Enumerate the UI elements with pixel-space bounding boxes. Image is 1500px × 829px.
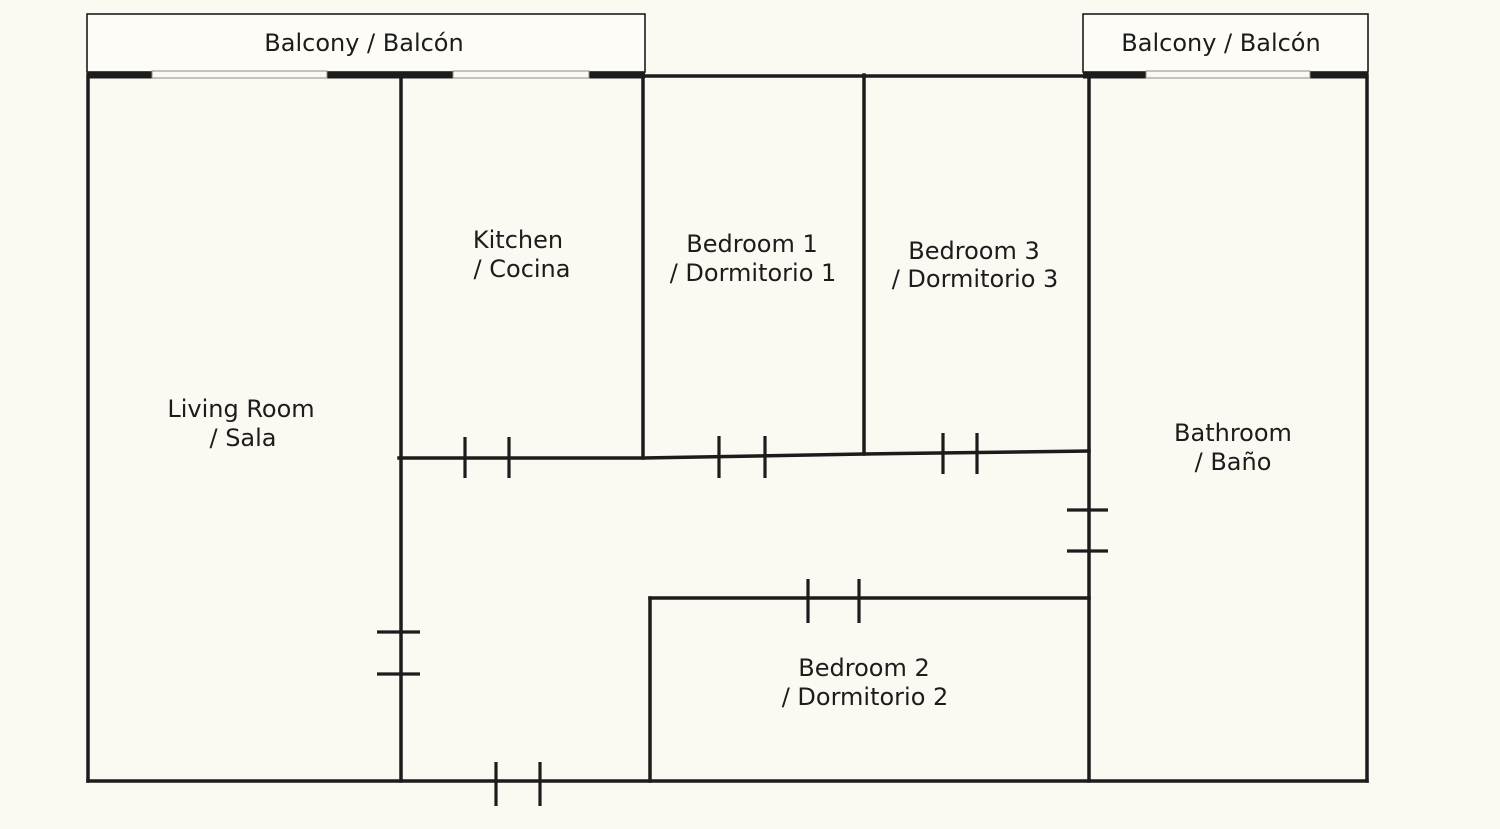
room-bathroom-label: Bathroom / Baño — [1174, 419, 1292, 476]
room-living-name-es: / Sala — [209, 424, 276, 452]
room-bathroom-name: Bathroom — [1174, 419, 1292, 447]
wall-corridor-top — [397, 449, 1091, 460]
balcony-left-label: Balcony / Balcón — [264, 29, 463, 57]
doors — [377, 433, 1108, 806]
room-kitchen-name-es: / Cocina — [474, 255, 571, 283]
balcony-right-outline — [1082, 13, 1369, 73]
window-bathroom — [1145, 70, 1311, 79]
door-bedroom1 — [717, 436, 767, 478]
door-entrance — [494, 762, 542, 806]
window-living — [151, 70, 328, 79]
door-bedroom3 — [941, 433, 979, 474]
door-living — [377, 630, 420, 676]
room-bedroom3-label: Bedroom 3 / Dormitorio 3 — [892, 237, 1059, 293]
room-bathroom-name-es: / Baño — [1195, 448, 1272, 476]
room-living-label: Living Room / Sala — [167, 395, 314, 452]
door-kitchen — [463, 437, 511, 478]
room-bedroom2-name-es: / Dormitorio 2 — [782, 683, 949, 711]
room-kitchen-label: Kitchen / Cocina — [473, 226, 571, 283]
room-bedroom1-label: Bedroom 1 / Dormitorio 1 — [670, 230, 837, 287]
room-kitchen-name: Kitchen — [473, 226, 563, 254]
window-kitchen — [452, 70, 590, 79]
walls — [86, 73, 1369, 783]
room-bedroom3-name: Bedroom 3 — [908, 237, 1039, 265]
room-bedroom2-label: Bedroom 2 / Dormitorio 2 — [782, 654, 949, 711]
room-bedroom1-name-es: / Dormitorio 1 — [670, 259, 837, 287]
door-bedroom2 — [806, 579, 861, 623]
room-living-name: Living Room — [167, 395, 314, 423]
room-bedroom1-name: Bedroom 1 — [686, 230, 817, 258]
door-bathroom — [1067, 508, 1108, 553]
balcony-left: Balcony / Balcón — [86, 13, 646, 73]
room-bedroom2-name: Bedroom 2 — [798, 654, 929, 682]
balcony-right-label: Balcony / Balcón — [1121, 29, 1320, 57]
balcony-right: Balcony / Balcón — [1082, 13, 1369, 73]
room-bedroom3-name-es: / Dormitorio 3 — [892, 265, 1059, 293]
balcony-left-outline — [86, 13, 646, 73]
top-walls — [87, 70, 1368, 79]
